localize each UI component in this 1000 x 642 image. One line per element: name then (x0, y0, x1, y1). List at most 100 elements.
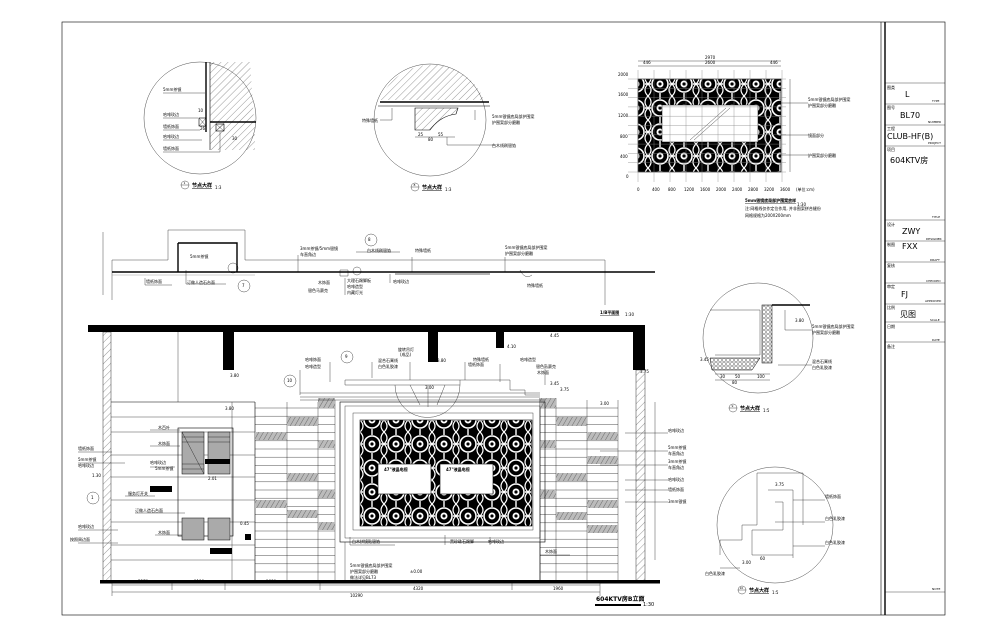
pattern-note: 网格规格为200X200mm (745, 212, 791, 218)
detail-2-title: 节点大样 (422, 184, 442, 191)
elev-top-label: 哈啡饰面 (305, 356, 321, 362)
detail-2-scale: 1:3 (445, 187, 452, 192)
mirror-pattern-plan: 2970 446 2600 446 2000 1600 1200 800 400… (618, 55, 850, 218)
detail-1-label: 墙纸饰面 (163, 145, 179, 151)
date-label: 日期 (887, 323, 895, 329)
elevation-mark: 0.45 (240, 521, 249, 526)
detail-1-label: 墙纸饰面 (163, 123, 179, 129)
elev-center-label: 订做人造石台面 (135, 507, 163, 513)
elevation-b: 墙纸饰面 5mm茶镜 哈啡玫边 哈啡玫边 按照周边面 木百叶 木饰面 哈啡玫边 … (70, 325, 686, 608)
dimension: 2270 (138, 579, 149, 584)
approved-value: FJ (901, 290, 908, 299)
elevation-mark: 2.01 (208, 476, 217, 481)
detail-10-label: 白色乳胶漆 (825, 515, 845, 521)
elev-left-label: 5mm茶镜 (78, 456, 96, 462)
plan-label: 特殊墙纸 (415, 247, 431, 253)
elevation-mark: 4.10 (507, 344, 516, 349)
y-tick: 2000 (618, 72, 629, 77)
pattern-label: 护围案部分磨雕 (808, 102, 836, 108)
detail-10-label: 白色乳胶漆 (705, 570, 725, 576)
plan-marker: 7 (242, 283, 245, 288)
plan-marker: 8 (368, 237, 371, 242)
detail-2-dim: 55 (438, 132, 444, 137)
detail-9-title: 节点大样 (740, 405, 760, 412)
tv-screen-right (439, 463, 494, 495)
item-label: 项目 (887, 146, 895, 152)
y-tick: 1200 (618, 113, 629, 118)
x-tick: 1600 (700, 187, 711, 192)
detail-2-label: 特殊墙纸 (362, 117, 378, 123)
detail-10: 墙纸饰面 白色乳胶漆 白色乳胶漆 白色乳胶漆 3.75 3.00 60 10 节… (705, 466, 845, 595)
elev-center-label: 服务灯开关 (128, 490, 148, 496)
elevation-mark: 4.45 (550, 333, 559, 338)
elevation-detail-marker: 1 (91, 495, 94, 500)
detail-10-dim: 3.00 (742, 560, 751, 565)
detail-1-dim: 10 (198, 108, 204, 113)
detail-2-number: 8 (414, 183, 416, 187)
checked-en: CHECKED (926, 279, 941, 283)
scale-en: SCALE (930, 318, 940, 322)
x-tick: 2800 (748, 187, 759, 192)
plan-label: 哈啡玫边 (393, 278, 409, 284)
plan-label: 3mm茶镜/5mm银镜 (300, 245, 338, 251)
plan-label: 银色马赛克 (308, 287, 328, 293)
plan-label: 5mm银镜底局部护围案 (505, 244, 547, 250)
tv-label: 47"液晶电视 (384, 466, 408, 472)
type-en: TYPE (931, 99, 939, 103)
elev-center-label: 哈啡玫边 (150, 459, 166, 465)
elevation-mark: 3.80 (230, 373, 239, 378)
y-tick: 1600 (618, 92, 629, 97)
plan-label: 护围案部分磨雕 (505, 250, 533, 256)
plan-label: 内藏灯光 (347, 289, 363, 295)
detail-9-label: 混合石膏线 (812, 358, 832, 364)
pattern-label: 镜面部分 (808, 132, 824, 138)
designer-value: ZWY (902, 227, 920, 236)
plan-label: 车直角边 (300, 251, 316, 257)
number-value: BL70 (900, 111, 920, 120)
scale-label: 比例 (887, 304, 895, 310)
detail-1-label: 哈啡玫边 (163, 111, 179, 117)
draft-label: 制图 (887, 241, 895, 247)
pattern-label: 护围案部分磨雕 (808, 152, 836, 158)
project-label: 工程 (887, 125, 895, 131)
y-tick: 0 (626, 174, 629, 179)
elev-bottom-label: 白木拼镜贴银箔 (352, 538, 380, 544)
elev-left-label: 按照周边面 (70, 536, 90, 542)
title-block: 图类 L TYPE 图号 BL70 NUMBER 工程 CLUB-HF(B) P… (885, 82, 945, 593)
dimension: 4320 (413, 586, 424, 591)
plan-label: 订做人造石台面 (187, 279, 215, 285)
detail-9-label: 5mm银镜底局部护围案 (812, 323, 854, 329)
detail-10-dim: 3.75 (775, 482, 784, 487)
number-en: NUMBER (928, 120, 941, 124)
sheet-border (61, 21, 946, 616)
elevation-detail-marker: 9 (345, 354, 348, 359)
detail-9-label: 护围案部分磨雕 (812, 329, 840, 335)
scale-value: 见图 (900, 310, 916, 319)
pattern-label: 5mm银镜底局部护围案 (808, 96, 850, 102)
elev-center-label: 5mm茶镜 (155, 465, 173, 471)
elevation-note: 护围案部分磨雕 (350, 568, 378, 574)
elev-right-label: 车直角边 (668, 450, 684, 456)
plan-label: 木饰面 (318, 279, 330, 285)
tv-label: 47"液晶电视 (446, 466, 470, 472)
elevation-mark: ±0.00 (410, 569, 423, 574)
detail-2-label: 5mm银镜底局部护围案 (492, 113, 534, 119)
plan-caption-scale: 1:30 (625, 312, 634, 317)
detail-1-dim: 30 (232, 136, 238, 141)
dimension: 1680 (266, 579, 277, 584)
plan-label: 5mm茶镜 (190, 253, 208, 259)
elevation-note: 5mm银镜底局部护围案 (350, 562, 392, 568)
elev-center-label: 木饰面 (158, 529, 170, 535)
approved-en: APPROVED (925, 299, 942, 303)
detail-9-label: 白色乳胶漆 (812, 364, 832, 370)
detail-9-dim: 3.45 (700, 357, 709, 362)
elev-left-label: 哈啡玫边 (78, 523, 94, 529)
pattern-caption: 5mm银镜底局部护围案放样 (745, 197, 796, 203)
elev-right-label: 墙纸饰面 (668, 486, 684, 492)
detail-1-wall-edge: 5mm茶镜 哈啡玫边 墙纸饰面 哈啡玫边 墙纸饰面 10 26 30 1 节点大… (143, 61, 257, 190)
elevation-mark: 3.80 (437, 358, 446, 363)
elev-top-label: (成品) (400, 351, 412, 357)
x-tick: 2000 (716, 187, 727, 192)
elev-bottom-label: 哈啡玫边 (488, 538, 504, 544)
